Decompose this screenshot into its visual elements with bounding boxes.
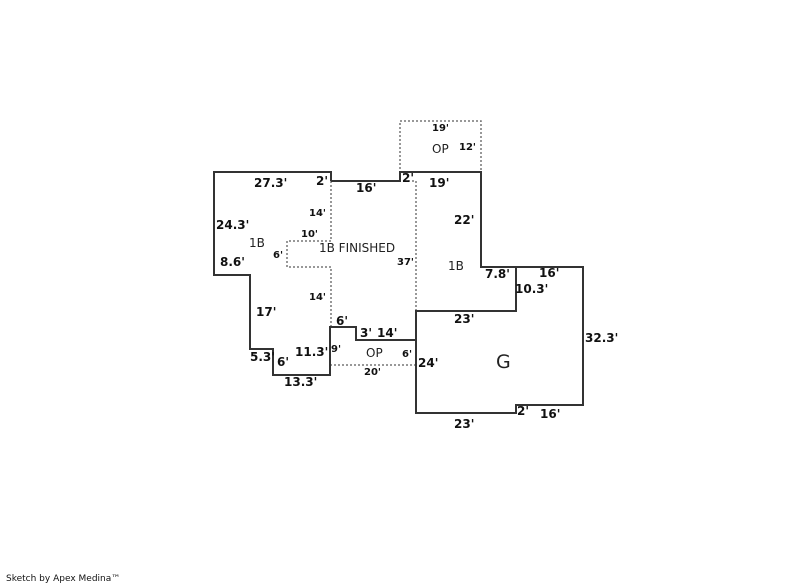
finished-area-left-boundary [286,181,332,327]
sketch-credit: Sketch by Apex Medina™ [6,574,121,584]
area-label-op-top: OP [432,142,449,156]
dim-label: 7.8' [485,267,510,281]
dim-label: 17' [256,305,276,319]
dim-label: 6' [336,314,348,328]
dim-label: 6' [277,355,289,369]
dim-label: 10.3' [515,282,548,296]
area-label-op-bottom: OP [366,346,383,360]
dim-label: 16' [540,407,560,421]
dim-label: 13.3' [284,375,317,389]
area-label-left-1b: 1B [249,236,265,250]
dim-label: 2' [316,174,328,188]
dim-label: 14' [377,326,397,340]
dim-label: 11.3' [295,345,328,359]
dim-label: 24.3' [216,218,249,232]
dim-label: 10' [301,229,318,240]
dim-label: 12' [459,142,476,153]
dim-label: 24' [418,356,438,370]
house-left-outline [213,171,416,376]
dim-label: 22' [454,213,474,227]
dim-label: 27.3' [254,176,287,190]
dim-label: 23' [454,312,474,326]
dim-label: 3' [360,326,372,340]
dim-label: 20' [364,367,381,378]
dim-label: 2' [402,171,414,185]
area-label-garage: G [496,351,511,373]
dim-label: 6' [273,250,283,261]
dim-label: 6' [402,349,412,360]
area-label-right-1b: 1B [448,259,464,273]
dim-label: 23' [454,417,474,431]
dim-label: 14' [309,208,326,219]
dim-label: 19' [432,123,449,134]
dim-label: 16' [356,181,376,195]
dim-label: 19' [429,176,449,190]
dim-label: 9' [331,344,341,355]
dim-label: 8.6' [220,255,245,269]
dim-label: 5.3' [250,350,275,364]
dim-label: 2' [517,404,529,418]
dim-label: 16' [539,266,559,280]
finished-area-right-boundary [408,180,417,311]
dim-label: 14' [309,292,326,303]
dim-label: 32.3' [585,331,618,345]
area-label-finished: 1B FINISHED [319,241,395,255]
dim-label: 37' [397,257,414,268]
